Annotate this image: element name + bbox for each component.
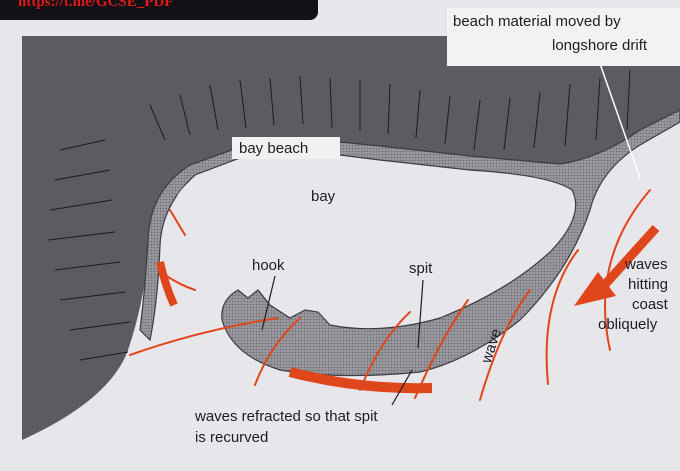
- drift-label-line1: beach material moved by: [453, 13, 621, 30]
- waves-coast-label-2: hitting: [628, 276, 668, 293]
- hook-label: hook: [252, 257, 285, 274]
- drift-label-line2: longshore drift: [552, 37, 647, 54]
- waves-coast-label-3: coast: [632, 296, 668, 313]
- bay-label: bay: [311, 188, 335, 205]
- spit-label: spit: [409, 260, 432, 277]
- refracted-label-1: waves refracted so that spit: [195, 408, 378, 425]
- waves-coast-label-1: waves: [625, 256, 668, 273]
- refracted-label-2: is recurved: [195, 429, 268, 446]
- waves-coast-label-4: obliquely: [598, 316, 657, 333]
- bay-beach-label: bay beach: [239, 140, 308, 157]
- hook-arrow: [160, 262, 174, 305]
